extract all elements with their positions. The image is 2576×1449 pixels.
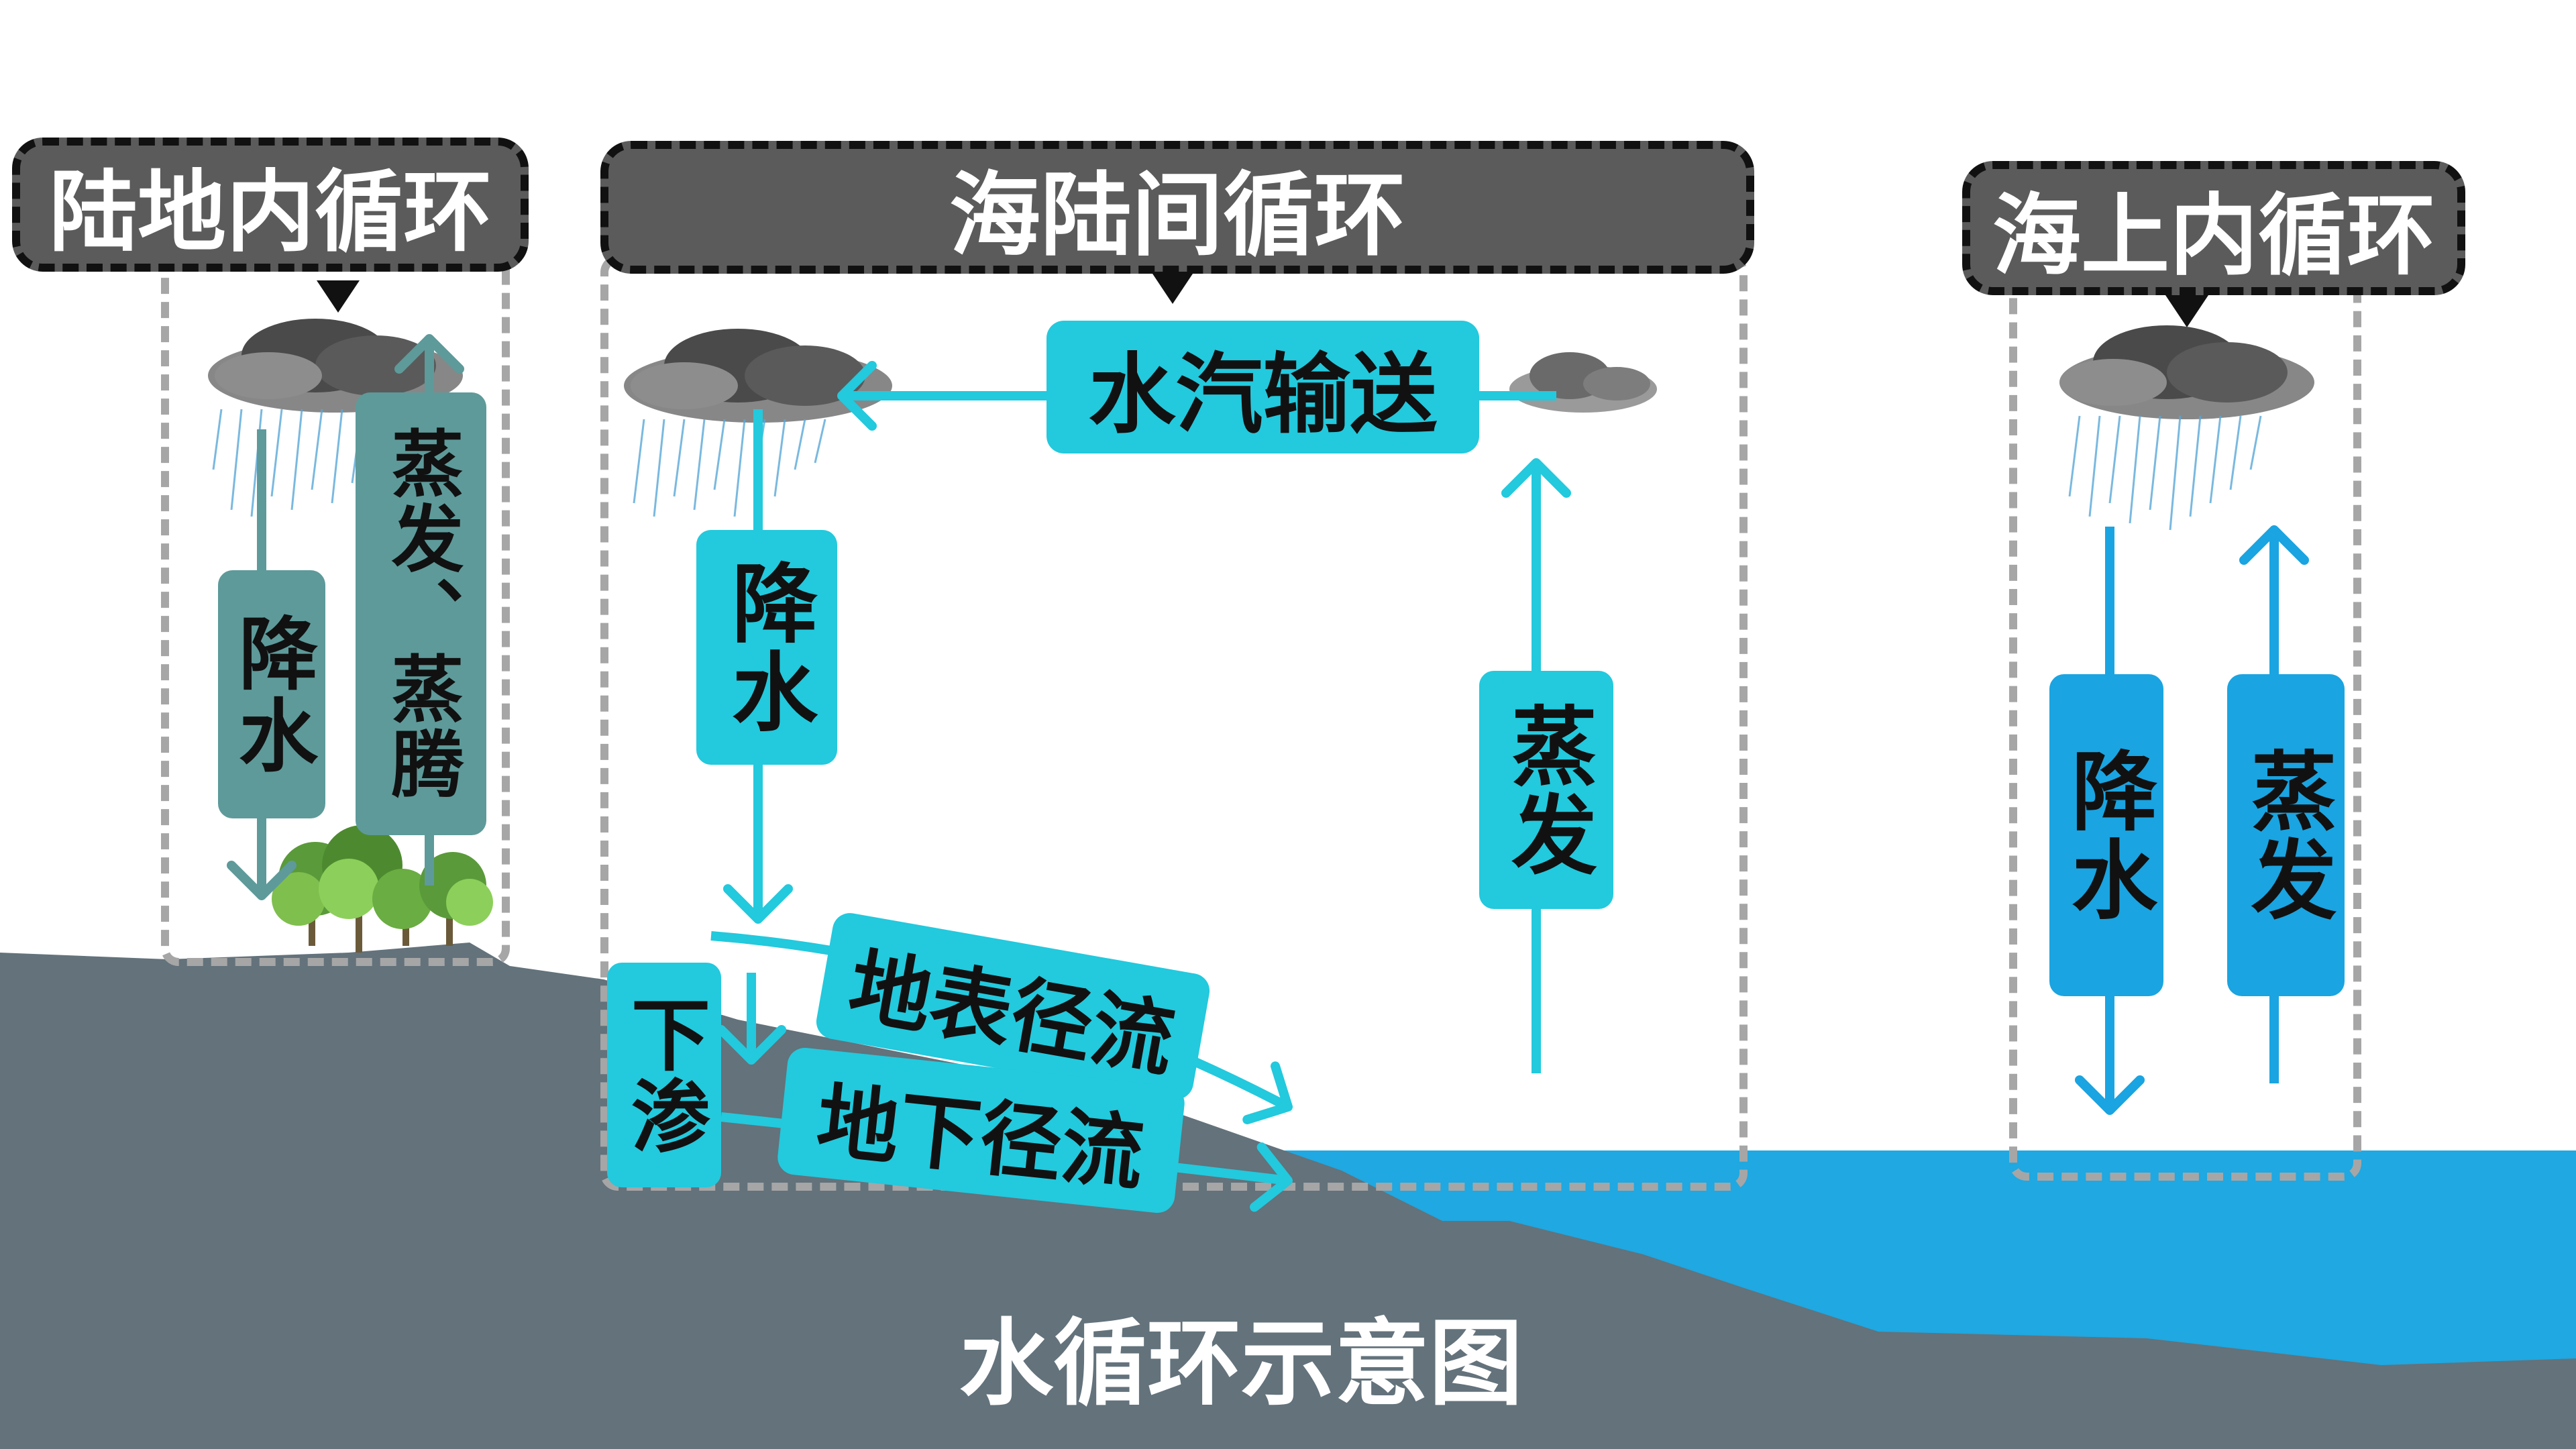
- sea-land-evap-label: 蒸发: [1479, 671, 1613, 909]
- ocean-evap-label: 蒸发: [2227, 674, 2345, 996]
- trees-icon: [272, 825, 493, 953]
- ocean-cycle-title: 海上内循环: [1962, 161, 2465, 295]
- rain-cloud-icon: [624, 329, 892, 517]
- sea-land-cycle-title-pointer: [1151, 272, 1194, 304]
- land-cycle-title-pointer: [317, 280, 360, 313]
- land-precip-label: 降水: [218, 570, 325, 818]
- infiltration-label: 下渗: [607, 963, 721, 1187]
- rain-cloud-icon: [2059, 325, 2314, 531]
- ocean-precip-label: 降水: [2049, 674, 2163, 996]
- sea-land-precip-label: 降水: [696, 530, 837, 765]
- sea-land-cycle-title: 海陆间循环: [600, 141, 1754, 274]
- vapor-transport-label: 水汽输送: [1046, 321, 1479, 453]
- land-evap-label: 蒸发、蒸腾: [356, 392, 486, 835]
- ocean-cycle-title-pointer: [2165, 295, 2208, 327]
- land-cycle-title: 陆地内循环: [12, 138, 529, 272]
- cloud-icon: [1509, 352, 1657, 413]
- diagram-caption: 水循环示意图: [959, 1309, 1523, 1419]
